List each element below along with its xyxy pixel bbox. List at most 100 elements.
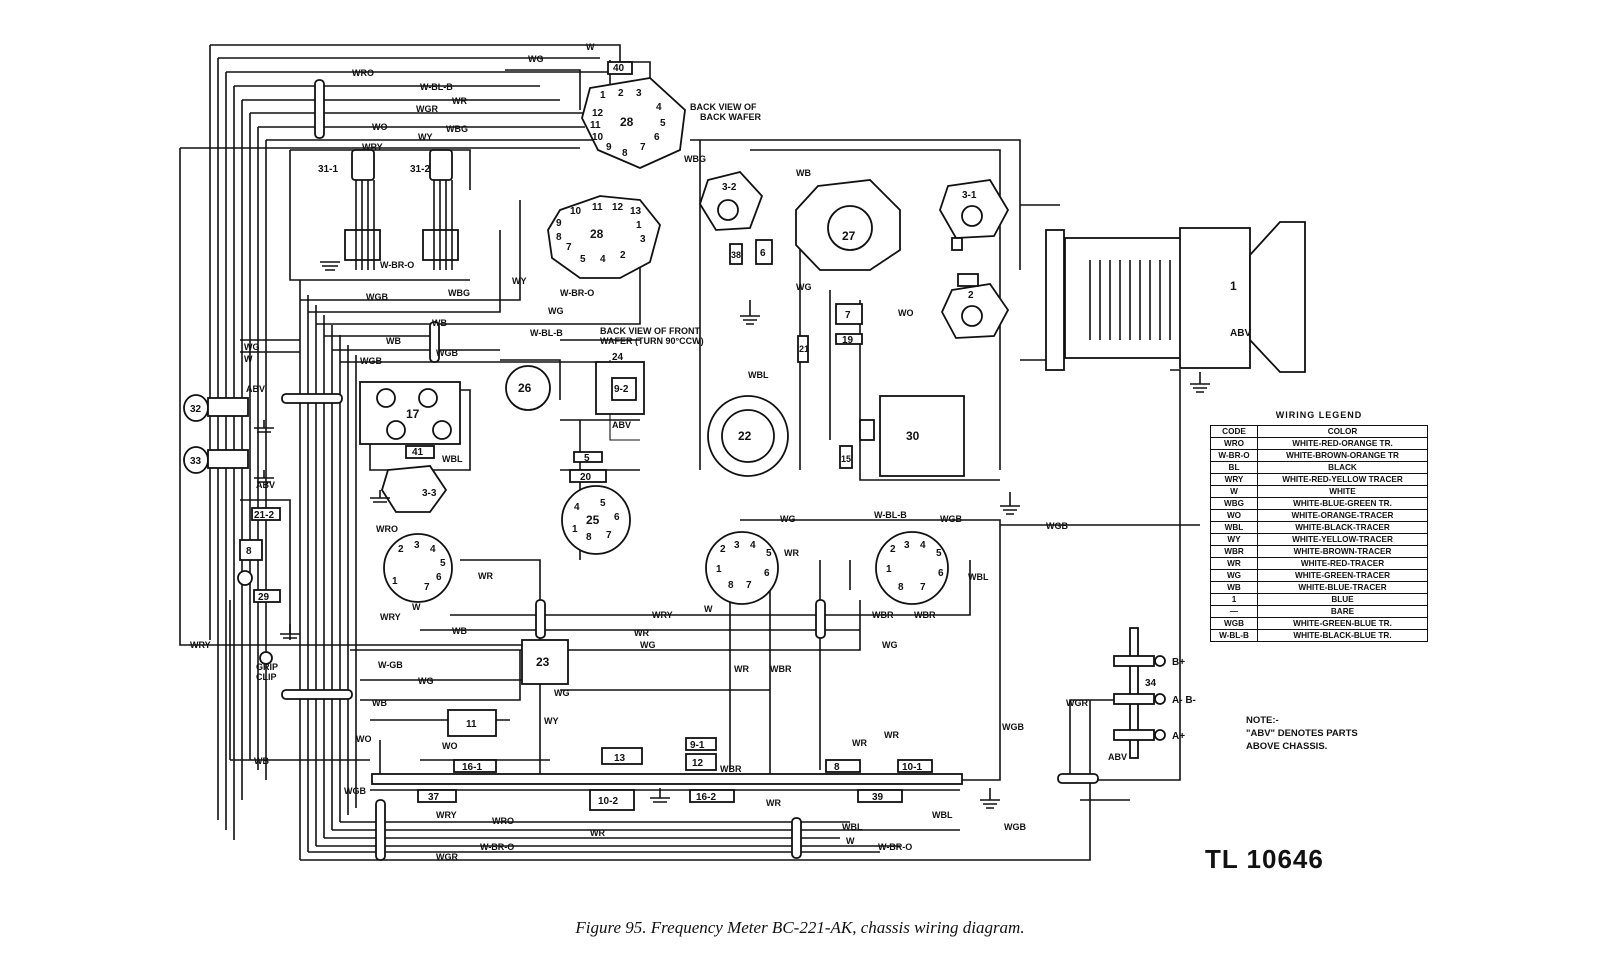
wire-label-wr3: WR	[634, 628, 649, 638]
svg-text:2: 2	[968, 290, 974, 301]
socket-17: 17 41	[359, 381, 461, 459]
svg-text:2: 2	[720, 544, 726, 555]
wire-label-wy2: WY	[512, 276, 527, 286]
svg-text:8: 8	[834, 762, 840, 773]
wire-label-wb5: WB	[796, 168, 811, 178]
svg-text:3-2: 3-2	[722, 182, 737, 193]
legend-code: WO	[1210, 509, 1258, 522]
svg-text:11: 11	[590, 120, 601, 131]
terminal-a-minus-b-minus: A- B-	[1172, 695, 1196, 706]
back-view-front-wafer-line2: WAFER (TURN 90°CCW)	[600, 336, 704, 346]
terminal-strip-34: 34	[1113, 627, 1166, 759]
svg-text:28: 28	[590, 227, 604, 241]
legend-color: WHITE-BLUE-GREEN TR.	[1257, 497, 1428, 510]
legend-header-color: COLOR	[1257, 425, 1428, 438]
wire-label-wo3: WO	[442, 741, 458, 751]
wire-label-w2: W	[244, 354, 253, 364]
svg-text:1: 1	[392, 576, 398, 587]
legend-color: BARE	[1257, 605, 1428, 618]
legend-color: WHITE-BROWN-ORANGE TR	[1257, 449, 1428, 462]
svg-text:30: 30	[906, 429, 920, 443]
svg-text:8: 8	[586, 532, 592, 543]
wire-label-wbg2: WBG	[448, 288, 470, 298]
back-view-back-wafer-line2: BACK WAFER	[700, 112, 761, 122]
wire-label-wbro2: W-BR-O	[560, 288, 594, 298]
svg-text:7: 7	[746, 580, 752, 591]
svg-text:5: 5	[580, 254, 586, 265]
svg-text:20: 20	[580, 472, 592, 483]
wire-label-wg2: WG	[548, 306, 564, 316]
svg-text:40: 40	[613, 63, 625, 74]
wire-label-wbl2: WBL	[842, 822, 863, 832]
svg-text:10: 10	[592, 132, 604, 143]
socket-3-2: 3-2 38 6	[699, 170, 773, 265]
wire-label-wr6: WR	[852, 738, 867, 748]
wire-label-wb3: WB	[452, 626, 467, 636]
svg-text:16-1: 16-1	[462, 762, 482, 773]
svg-text:33: 33	[190, 456, 202, 467]
svg-text:41: 41	[412, 447, 424, 458]
wire-label-wgb8: WGB	[1002, 722, 1024, 732]
wire-label-wr4: WR	[590, 828, 605, 838]
svg-text:1: 1	[716, 564, 722, 575]
svg-text:3: 3	[636, 88, 642, 99]
abv-label-24: ABV	[612, 420, 631, 430]
wire-label-wgb2: WGB	[360, 356, 382, 366]
wire-label-wro2: WRO	[376, 524, 398, 534]
wire-label-wg5: WG	[882, 640, 898, 650]
svg-text:7: 7	[845, 310, 851, 321]
note: NOTE:- "ABV" DENOTES PARTS ABOVE CHASSIS…	[1246, 714, 1358, 753]
wire-label-wry3: WRY	[652, 610, 673, 620]
legend-header-row: CODE COLOR	[1210, 425, 1428, 438]
svg-text:3: 3	[734, 540, 740, 551]
legend-code: WY	[1210, 533, 1258, 546]
svg-text:5: 5	[936, 548, 942, 559]
legend-code: W-BR-O	[1210, 449, 1258, 462]
wire-label-wo2: WO	[356, 734, 372, 744]
legend-color: WHITE	[1257, 485, 1428, 498]
part-30: 30 15	[839, 395, 965, 477]
svg-text:7: 7	[606, 530, 612, 541]
svg-text:34: 34	[1145, 678, 1157, 689]
legend-code: WRO	[1210, 437, 1258, 450]
svg-text:12: 12	[592, 108, 604, 119]
legend-code: WB	[1210, 581, 1258, 594]
wire-label-wbro: W-BR-O	[380, 260, 414, 270]
legend-row: —BARE	[1210, 605, 1428, 618]
svg-text:38: 38	[731, 250, 741, 260]
svg-text:8: 8	[728, 580, 734, 591]
tube-22: 22	[707, 395, 789, 477]
legend-color: WHITE-BLACK-BLUE TR.	[1257, 629, 1428, 642]
svg-text:8: 8	[556, 232, 562, 243]
svg-text:6: 6	[760, 248, 766, 259]
legend-code: WBR	[1210, 545, 1258, 558]
wire-label-wr8: WR	[784, 548, 799, 558]
wire-label-wo4: WO	[898, 308, 914, 318]
wire-label-wr: WR	[452, 96, 467, 106]
legend-color: WHITE-BROWN-TRACER	[1257, 545, 1428, 558]
svg-text:13: 13	[630, 206, 642, 217]
wire-label-w5: W	[412, 602, 421, 612]
wire-label-wr7: WR	[884, 730, 899, 740]
svg-text:9: 9	[556, 218, 562, 229]
wire-label-wgr2: WGR	[436, 852, 458, 862]
legend-color: WHITE-BLUE-TRACER	[1257, 581, 1428, 594]
wire-label-wg6: WG	[418, 676, 434, 686]
ground-symbols	[254, 300, 1210, 809]
wire-label-wbl3: WBL	[932, 810, 953, 820]
wire-label-wb6: WB	[372, 698, 387, 708]
terminal-a-plus: A+	[1172, 731, 1185, 742]
svg-text:10: 10	[570, 206, 582, 217]
back-view-back-wafer-line1: BACK VIEW OF	[690, 102, 757, 112]
wire-harness	[179, 44, 1200, 861]
svg-text:23: 23	[536, 655, 550, 669]
svg-text:16-2: 16-2	[696, 792, 716, 803]
